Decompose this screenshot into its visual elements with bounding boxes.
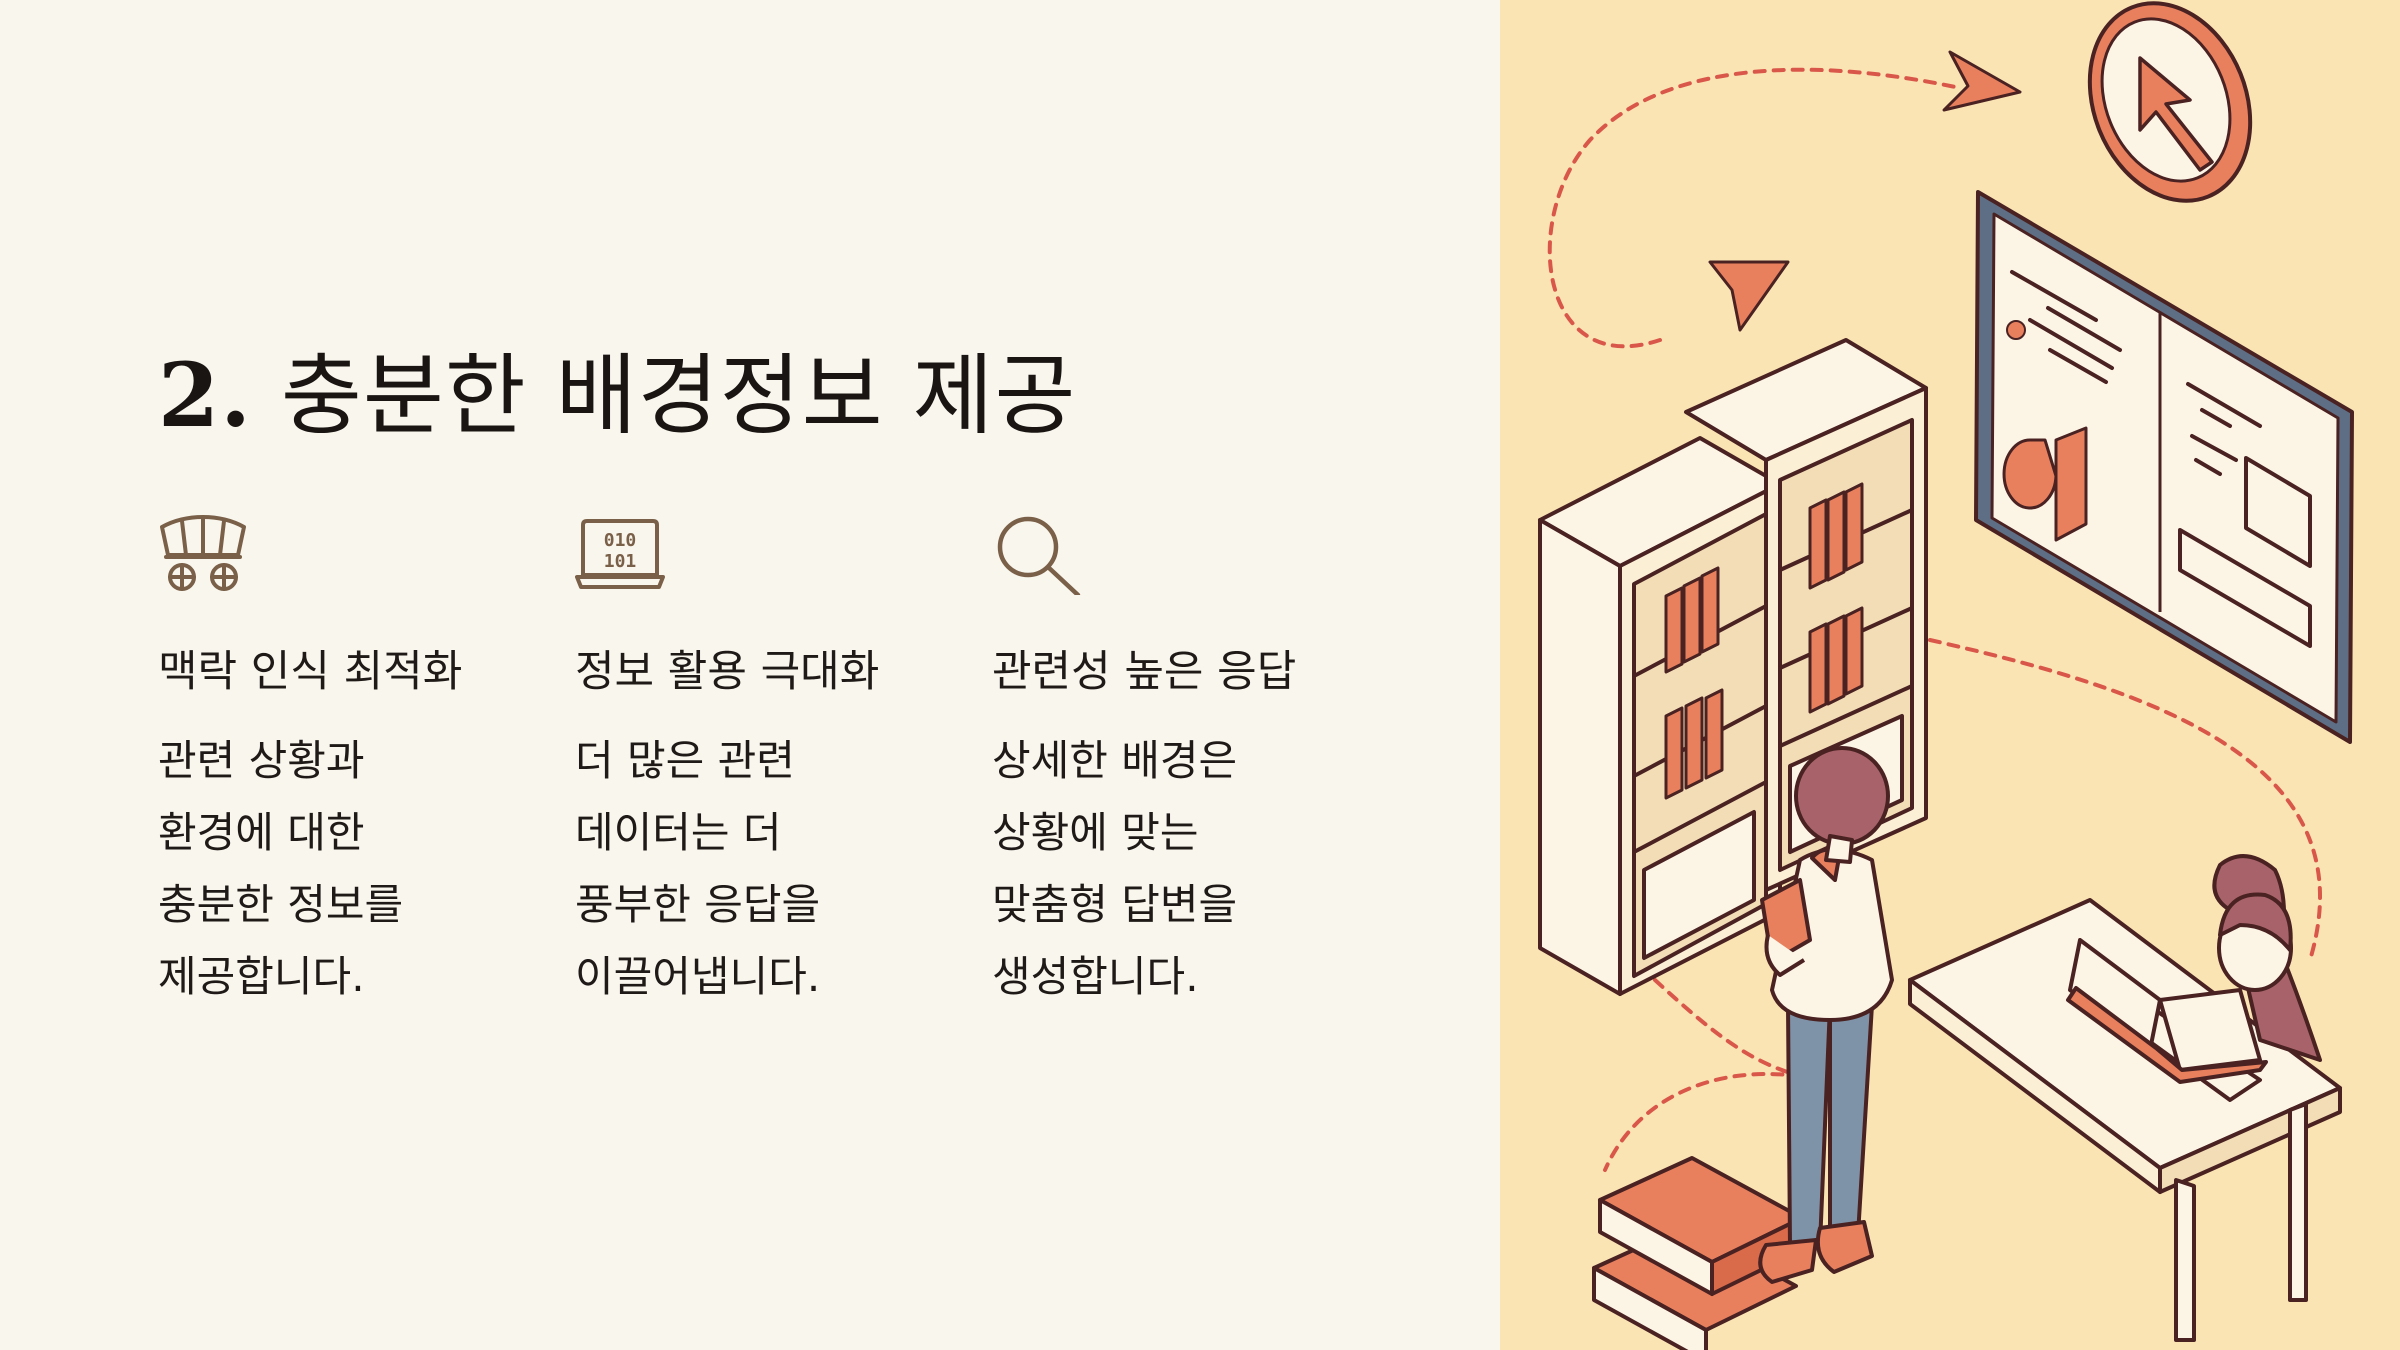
feature-card-relevance: 관련성 높은 응답 상세한 배경은 상황에 맞는 맞춤형 답변을 생성합니다. — [992, 515, 1322, 1001]
student-standing — [1758, 746, 1894, 1284]
magnifier-icon — [997, 516, 1081, 595]
wagon-icon — [160, 515, 246, 591]
feature-card-context: 맥락 인식 최적화 관련 상황과 환경에 대한 충분한 정보를 제공합니다. — [158, 515, 488, 1001]
bookshelf — [1538, 338, 1928, 996]
slide-title: 2. 충분한 배경정보 제공 — [158, 325, 1076, 452]
title-text: 충분한 배경정보 제공 — [280, 344, 1077, 447]
feature-heading: 정보 활용 극대화 — [575, 647, 880, 697]
svg-text:010: 010 — [604, 530, 637, 551]
title-number: 2. — [158, 343, 252, 447]
library-illustration — [1538, 1, 2354, 1350]
content-panel: 2. 충분한 배경정보 제공 맥락 인식 최적화 관련 상황과 환경에 대한 충… — [158, 325, 1322, 1001]
binary-laptop-icon: 010 101 — [575, 519, 665, 589]
feature-description: 더 많은 관련 데이터는 더 풍부한 응답을 이끌어냅니다. — [575, 736, 821, 1001]
feature-heading: 관련성 높은 응답 — [992, 647, 1297, 697]
paper-plane-icon — [1708, 50, 2022, 332]
feature-description: 상세한 배경은 상황에 맞는 맞춤형 답변을 생성합니다. — [992, 736, 1238, 1001]
svg-text:101: 101 — [604, 551, 637, 572]
cursor-icon — [2087, 1, 2253, 203]
feature-heading: 맥락 인식 최적화 — [158, 647, 463, 697]
student-reading — [2066, 854, 2322, 1102]
presentation-board — [1974, 190, 2354, 744]
illustration-panel — [1500, 0, 2400, 1350]
feature-description: 관련 상황과 환경에 대한 충분한 정보를 제공합니다. — [158, 736, 404, 1001]
feature-card-data: 010 101 정보 활용 극대화 더 많은 관련 데이터는 더 풍부한 응답을… — [575, 515, 905, 1001]
